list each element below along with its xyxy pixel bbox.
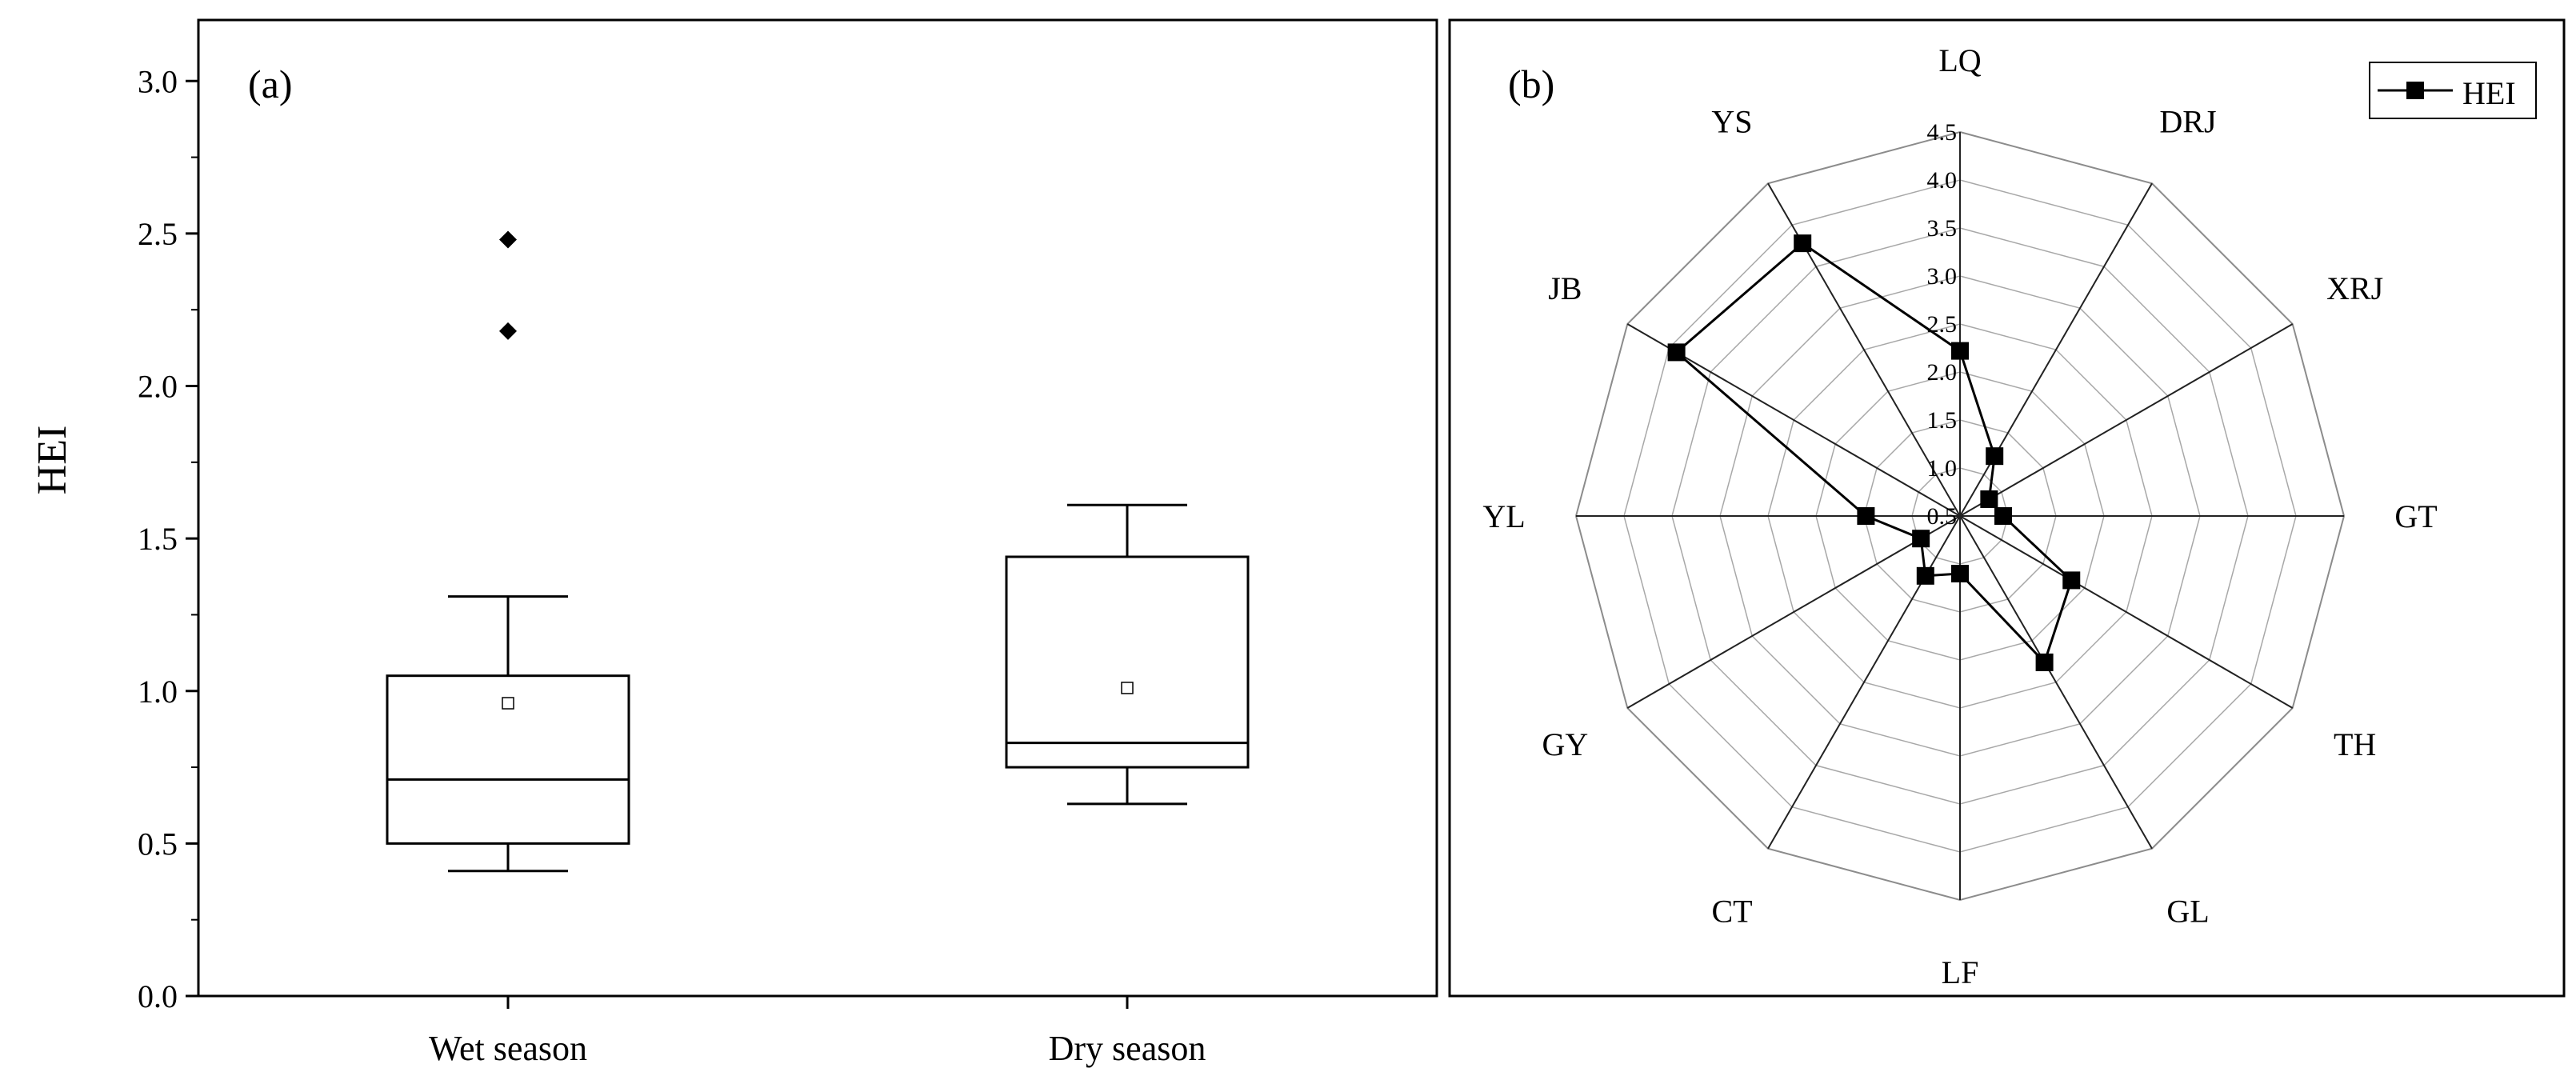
radar-point xyxy=(2062,571,2081,590)
radar-axis-label: DRJ xyxy=(2159,103,2216,139)
radar-spoke xyxy=(1959,515,2294,709)
radar-point xyxy=(1794,234,1812,253)
y-tick-label: 1.5 xyxy=(138,521,178,557)
radar-axis-label: XRJ xyxy=(2326,270,2383,306)
radar-point xyxy=(2035,653,2054,671)
iqr-box xyxy=(1005,555,1250,769)
y-axis-label: HEI xyxy=(30,426,75,495)
legend-marker xyxy=(2406,82,2424,99)
radar-tick-label: 4.5 xyxy=(1927,119,1958,146)
radar-axis-label: GL xyxy=(2166,894,2209,930)
panel-b-frame xyxy=(1448,18,2566,998)
radar-spoke xyxy=(1959,515,2153,850)
x-tick-label: Dry season xyxy=(1049,1029,1206,1068)
radar-point xyxy=(1951,342,1969,360)
radar-axis-label: LF xyxy=(1942,954,1979,990)
radar-tick-label: 2.5 xyxy=(1927,311,1958,338)
y-tick-label: 3.0 xyxy=(138,63,178,99)
radar-tick-label: 3.0 xyxy=(1927,263,1958,290)
y-tick-label: 0.0 xyxy=(138,978,178,1014)
boxes xyxy=(386,230,1250,873)
outlier-point xyxy=(499,230,517,249)
radar-radial-ticks: 0.5 1.0 1.5 2.0 2.5 3.0 3.5 4.0 4.5 xyxy=(1927,119,1958,530)
mean-marker xyxy=(1121,682,1134,694)
radar-axis-label: GY xyxy=(1542,726,1588,762)
panel-a-frame xyxy=(197,18,1438,998)
radar-tick-label: 0.5 xyxy=(1927,503,1958,530)
radar-axis-label: YL xyxy=(1482,498,1525,534)
panel-a-label: (a) xyxy=(248,62,293,106)
y-tick-label: 2.0 xyxy=(138,369,178,405)
radar-spoke xyxy=(1959,182,2153,517)
radar-axis-label: LQ xyxy=(1938,42,1981,78)
radar-tick-label: 4.0 xyxy=(1927,167,1958,194)
radar-series xyxy=(1667,234,2081,671)
y-axis-ticks: 0.0 0.5 1.0 1.5 2.0 2.5 3.0 xyxy=(138,63,198,1014)
outlier-point xyxy=(499,322,517,340)
panel-b-radar-chart: (b) LQ DRJ XRJ GT TH GL LF CT GY YL JB YS 0.5 1.0 1.5… xyxy=(1448,18,2566,998)
x-tick-label: Wet season xyxy=(429,1029,587,1068)
radar-point xyxy=(1857,507,1875,525)
radar-point xyxy=(1980,490,1998,508)
panel-b-label: (b) xyxy=(1508,62,1554,106)
radar-axis-label: TH xyxy=(2334,726,2376,762)
radar-tick-label: 1.0 xyxy=(1927,455,1958,482)
radar-series-line xyxy=(1674,242,2073,665)
radar-axis-labels: LQ DRJ XRJ GT TH GL LF CT GY YL JB YS xyxy=(1482,42,2437,990)
legend-label: HEI xyxy=(2462,75,2516,111)
radar-grid xyxy=(1574,130,2346,902)
radar-axis-label: JB xyxy=(1548,270,1582,306)
radar-point xyxy=(1951,565,1969,582)
y-tick-label: 2.5 xyxy=(138,216,178,252)
mean-marker xyxy=(502,697,514,710)
box-1 xyxy=(1005,503,1250,806)
radar-tick-label: 1.5 xyxy=(1927,407,1958,434)
radar-tick-label: 3.5 xyxy=(1927,215,1958,242)
x-axis-ticks: Wet season Dry season xyxy=(429,996,1206,1068)
y-tick-label: 1.0 xyxy=(138,674,178,710)
legend: HEI xyxy=(2369,62,2537,119)
radar-axis-label: GT xyxy=(2394,498,2437,534)
radar-point xyxy=(1986,447,2004,466)
radar-point xyxy=(1916,566,1934,585)
radar-tick-label: 2.0 xyxy=(1927,359,1958,386)
radar-spoke xyxy=(1959,323,2294,517)
y-tick-label: 0.5 xyxy=(138,826,178,862)
radar-spoke xyxy=(1626,515,1961,709)
panel-a-box-plot: (a) HEI 0.0 0.5 1.0 1.5 2.0 2.5 3.0 Wet season… xyxy=(30,18,1438,1068)
radar-axis-label: CT xyxy=(1711,894,1752,930)
radar-point xyxy=(1667,343,1686,362)
radar-spoke xyxy=(1767,515,1961,850)
box-0 xyxy=(386,230,630,873)
radar-point xyxy=(1994,507,2012,525)
radar-point xyxy=(1912,530,1930,548)
radar-axis-label: YS xyxy=(1711,103,1752,139)
